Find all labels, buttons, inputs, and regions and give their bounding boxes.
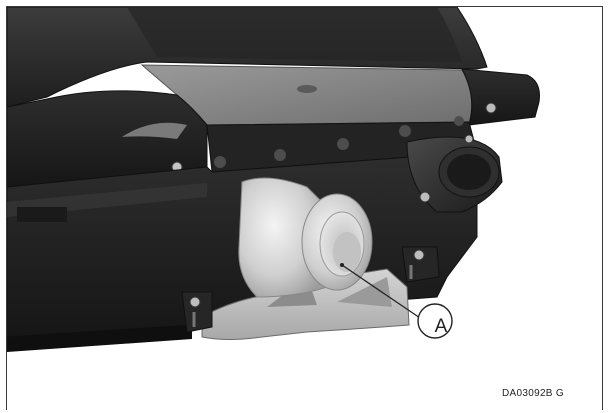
right-bracket bbox=[401, 246, 440, 283]
figure-code: DA03092B G bbox=[502, 388, 564, 399]
callout-circle bbox=[417, 303, 453, 339]
nozzle-part-a bbox=[238, 177, 373, 298]
left-bracket bbox=[181, 291, 213, 333]
housing-right-lip bbox=[461, 68, 540, 126]
engine-housing-illustration bbox=[7, 7, 540, 352]
callout-leader bbox=[341, 264, 424, 321]
housing-left-lip bbox=[7, 90, 208, 188]
outlet-elbow bbox=[406, 134, 503, 213]
callout-label: A bbox=[434, 316, 448, 337]
figure-frame: A DA03092B G bbox=[6, 6, 603, 410]
